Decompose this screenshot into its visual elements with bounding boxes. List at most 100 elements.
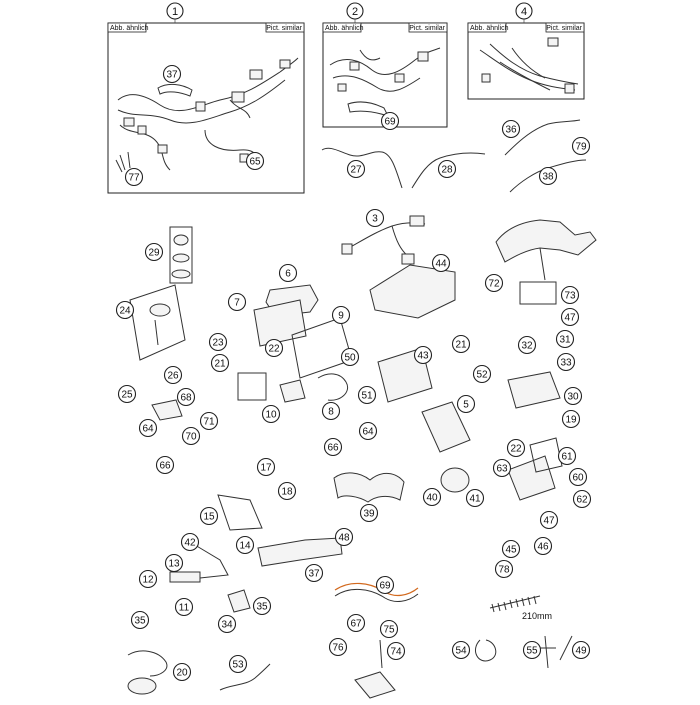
callout-ring [451,334,471,354]
callout-number: 43 [417,351,429,362]
callout-55: 55 [522,640,542,660]
callout-36: 36 [501,119,521,139]
callout-21: 21 [451,334,471,354]
callout-number: 66 [327,443,339,454]
callout-ring [199,411,219,431]
callout-3: 3 [365,208,385,228]
callout-ring [138,418,158,438]
callout-24: 24 [115,300,135,320]
callout-number: 46 [537,542,549,553]
callout-ring [386,641,406,661]
callout-ring [494,559,514,579]
callout-22: 22 [506,438,526,458]
cable-36-sketch [504,119,581,156]
callout-number: 53 [232,660,244,671]
callout-ring [180,532,200,552]
callout-6: 6 [278,263,298,283]
panel-number: 4 [521,6,527,18]
callout-ring [138,569,158,589]
callout-12: 12 [138,569,158,589]
tie-49-sketch [559,635,573,661]
callout-ring [501,539,521,559]
callout-ring [492,458,512,478]
panel-header-left: Abb. ähnlich [470,25,509,32]
callout-number: 32 [521,341,533,352]
callout-ring [556,352,576,372]
callout-19: 19 [561,409,581,429]
callout-ring [563,386,583,406]
callout-ring [328,637,348,657]
callout-number: 24 [119,306,131,317]
callout-8: 8 [321,401,341,421]
callout-ring [560,307,580,327]
callout-37: 37 [304,563,324,583]
callout-25: 25 [117,384,137,404]
callout-number: 68 [180,393,192,404]
callout-65: 65 [245,151,265,171]
callout-50: 50 [340,347,360,367]
callout-ring [561,409,581,429]
callout-11: 11 [174,597,194,617]
callout-ring [539,510,559,530]
harness-3-sketch [341,215,426,265]
callout-ring [359,503,379,523]
callout-52: 52 [472,364,492,384]
callout-number: 22 [510,444,522,455]
callout-78: 78 [494,559,514,579]
part-artwork [115,37,597,699]
callout-10: 10 [261,404,281,424]
callout-number: 23 [212,338,224,349]
callout-13: 13 [164,553,184,573]
callout-ring [501,119,521,139]
callout-number: 26 [167,371,179,382]
spiral-wrap-sketch [489,595,541,613]
panel-frame [107,22,305,194]
cable-tie-54-sketch [475,639,497,662]
callout-31: 31 [555,329,575,349]
callout-ring [571,136,591,156]
callout-ring [358,421,378,441]
panel-header-left: Abb. ähnlich [110,25,149,32]
callout-ring [115,300,135,320]
callout-number: 62 [576,495,588,506]
callout-66: 66 [155,455,175,475]
callout-number: 47 [543,516,555,527]
callout-number: 69 [379,581,391,592]
callout-number: 45 [505,545,517,556]
callout-number: 20 [176,668,188,679]
callout-ring [235,535,255,555]
callout-22: 22 [264,338,284,358]
cable-27-sketch [321,147,403,189]
callout-ring [304,563,324,583]
callout-ring [340,347,360,367]
callout-76: 76 [328,637,348,657]
callout-number: 79 [575,142,587,153]
callout-ring [375,575,395,595]
callout-number: 40 [426,493,438,504]
rail-42-sketch [194,544,229,579]
callout-ring [199,506,219,526]
callout-ring [124,167,144,187]
callout-number: 19 [565,415,577,426]
callout-ring [538,166,558,186]
callout-number: 60 [572,473,584,484]
callout-number: 47 [564,313,576,324]
callout-number: 49 [575,646,587,657]
callout-number: 15 [203,512,215,523]
callout-43: 43 [413,345,433,365]
callout-number: 65 [249,157,261,168]
panel-number: 1 [172,6,178,18]
callout-ring [379,619,399,639]
callout-number: 51 [361,391,373,402]
callout-number: 9 [338,311,344,322]
callout-number: 10 [265,410,277,421]
callout-number: 64 [142,424,154,435]
callout-41: 41 [465,488,485,508]
callout-number: 54 [455,646,467,657]
callout-39: 39 [359,503,379,523]
callout-32: 32 [517,335,537,355]
regulator-40-sketch [440,467,470,493]
